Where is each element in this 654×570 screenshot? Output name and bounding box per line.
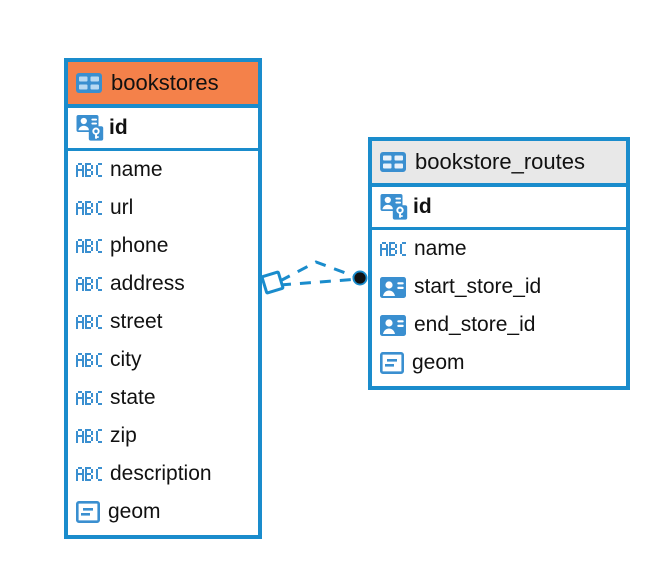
- field-name: description: [110, 462, 212, 485]
- entity-bookstores[interactable]: bookstores id: [64, 58, 262, 539]
- abc-text-icon: [76, 277, 102, 291]
- field-row-address[interactable]: address: [68, 265, 258, 303]
- geometry-icon: [76, 501, 100, 523]
- primary-key-icon: [76, 114, 104, 142]
- table-icon: [380, 152, 406, 172]
- field-name: zip: [110, 424, 137, 447]
- field-name: state: [110, 386, 156, 409]
- field-row-name[interactable]: name: [68, 151, 258, 189]
- abc-text-icon: [76, 391, 102, 405]
- abc-text-icon: [76, 467, 102, 481]
- field-row-url[interactable]: url: [68, 189, 258, 227]
- relationship-line-lower: [279, 277, 360, 287]
- field-name: url: [110, 196, 134, 219]
- abc-text-icon: [76, 201, 102, 215]
- abc-text-icon: [76, 429, 102, 443]
- geometry-icon: [380, 352, 404, 374]
- field-name: phone: [110, 234, 169, 257]
- entity-bookstore-routes[interactable]: bookstore_routes id: [368, 137, 630, 390]
- field-name: geom: [108, 500, 161, 523]
- field-name: id: [413, 195, 432, 218]
- entity-title: bookstore_routes: [415, 149, 585, 174]
- field-name: id: [109, 116, 128, 139]
- field-row-state[interactable]: state: [68, 379, 258, 417]
- field-name: geom: [412, 351, 465, 374]
- field-row-zip[interactable]: zip: [68, 417, 258, 455]
- field-row-id[interactable]: id: [68, 108, 258, 151]
- field-name: end_store_id: [414, 313, 536, 336]
- entity-header-bookstore-routes[interactable]: bookstore_routes: [372, 141, 626, 187]
- field-row-end-store-id[interactable]: end_store_id: [372, 306, 626, 344]
- field-name: name: [110, 158, 163, 181]
- field-name: start_store_id: [414, 275, 542, 298]
- field-row-geom[interactable]: geom: [68, 493, 258, 531]
- abc-text-icon: [76, 353, 102, 367]
- field-row-city[interactable]: city: [68, 341, 258, 379]
- abc-text-icon: [76, 163, 102, 177]
- relationship-connector[interactable]: [258, 248, 378, 312]
- diamond-outline-marker: [260, 270, 285, 295]
- relationship-line-upper: [279, 260, 360, 283]
- field-name: street: [110, 310, 163, 333]
- abc-text-icon: [380, 242, 406, 256]
- field-name: name: [414, 237, 467, 260]
- foreign-key-icon: [380, 314, 406, 336]
- abc-text-icon: [76, 315, 102, 329]
- field-row-geom[interactable]: geom: [372, 344, 626, 382]
- field-row-description[interactable]: description: [68, 455, 258, 493]
- field-row-phone[interactable]: phone: [68, 227, 258, 265]
- field-row-start-store-id[interactable]: start_store_id: [372, 268, 626, 306]
- table-icon: [76, 73, 102, 93]
- foreign-key-icon: [380, 276, 406, 298]
- field-row-name[interactable]: name: [372, 230, 626, 268]
- filled-circle-marker: [352, 270, 368, 286]
- primary-key-icon: [380, 193, 408, 221]
- field-name: city: [110, 348, 142, 371]
- abc-text-icon: [76, 239, 102, 253]
- field-name: address: [110, 272, 185, 295]
- field-row-street[interactable]: street: [68, 303, 258, 341]
- field-row-id[interactable]: id: [372, 187, 626, 230]
- entity-header-bookstores[interactable]: bookstores: [68, 62, 258, 108]
- entity-title: bookstores: [111, 70, 219, 95]
